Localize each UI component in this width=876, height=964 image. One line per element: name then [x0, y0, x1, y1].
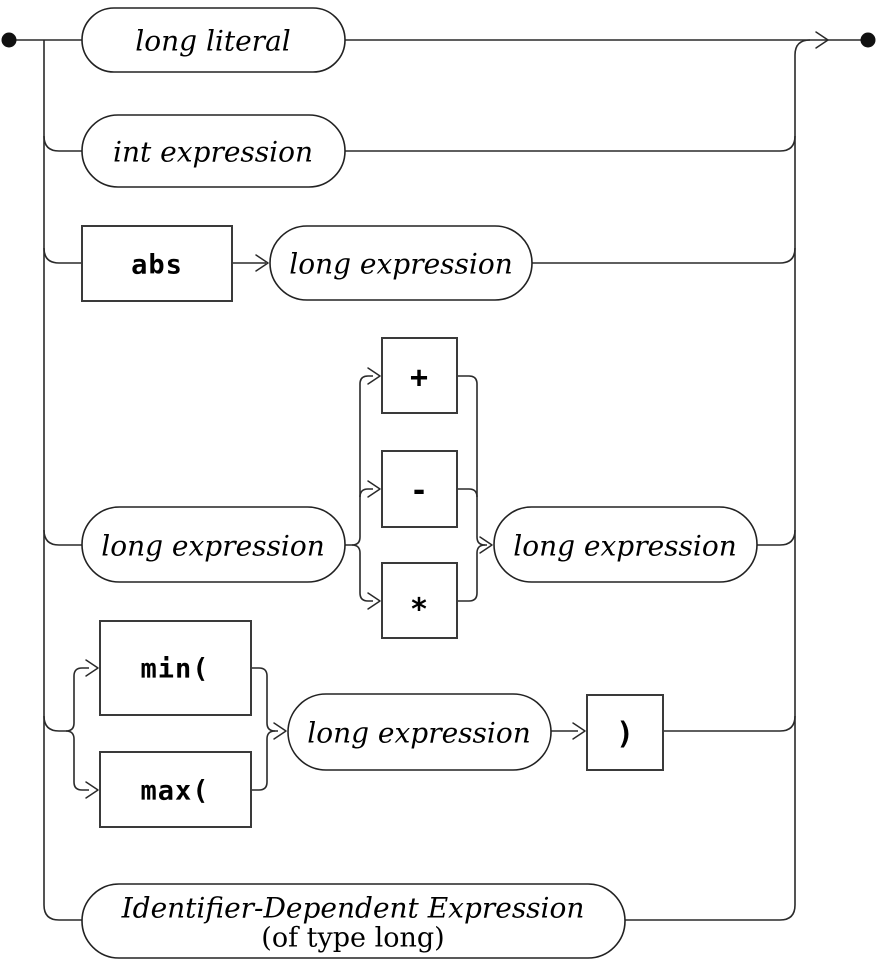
terminal-box [586, 694, 664, 771]
node-long-expression-left: long expression [81, 506, 346, 583]
wire-row4-split-mid [359, 488, 373, 498]
terminal-box [99, 751, 252, 828]
nonterminal-label: long expression [307, 717, 531, 750]
wire-row4-merge-up [457, 375, 487, 546]
terminal-box [99, 620, 252, 716]
wire-row5-exit [663, 715, 796, 732]
arrow-icon [367, 480, 381, 498]
terminal-label: max( [140, 776, 209, 807]
wire-row4-exit [757, 529, 796, 546]
wire-row2-exit [345, 135, 796, 152]
arrow-icon [273, 722, 287, 740]
wire-row6-exit [625, 904, 796, 921]
wire-row4-merge-mid [457, 488, 478, 498]
node-long-expression-right: long expression [493, 506, 758, 583]
flow-arrows [85, 31, 829, 799]
wire-row3-exit [532, 247, 796, 264]
nonterminal-oval [81, 114, 346, 188]
wire-branch-row2 [43, 135, 82, 152]
node-long-expression-row3: long expression [269, 225, 533, 301]
arrow-icon [85, 781, 99, 799]
nonterminal-oval [81, 7, 346, 73]
wire-branch-row3 [43, 247, 82, 264]
terminal-box [381, 562, 458, 639]
terminal-label: min( [140, 654, 209, 685]
node-op-plus: + [381, 337, 458, 414]
terminal-box [81, 225, 233, 302]
wire-row5-split-down [65, 730, 89, 791]
arrow-icon [367, 367, 381, 385]
nonterminal-label: long expression [289, 248, 513, 281]
nonterminal-label: long literal [135, 25, 290, 58]
wire-left-spine [43, 40, 82, 921]
start-terminal-dot [1, 32, 17, 48]
nonterminal-oval [493, 506, 758, 583]
arrow-icon [85, 659, 99, 677]
operator-label: * [410, 593, 428, 628]
node-identifier-dependent-expression: Identifier-Dependent Expression (of type… [81, 883, 626, 959]
nonterminal-oval [269, 225, 533, 301]
node-op-minus: - [381, 450, 458, 528]
nonterminal-label: long expression [513, 530, 737, 563]
nonterminal-label: long expression [101, 530, 325, 563]
node-op-star: * [381, 562, 458, 639]
operator-label: + [410, 361, 428, 396]
nonterminal-oval [81, 883, 626, 959]
wire-row5-merge-down [251, 730, 276, 791]
nonterminal-sublabel: (of type long) [261, 923, 444, 954]
nonterminal-oval [287, 693, 552, 771]
node-abs: abs [81, 225, 233, 302]
wire-row5-merge-up [251, 667, 278, 732]
node-close-paren: ) [586, 694, 664, 771]
node-long-literal: long literal [81, 7, 346, 73]
node-int-expression: int expression [81, 114, 346, 188]
node-max: max( [99, 751, 252, 828]
terminal-label: abs [131, 250, 183, 281]
wire-row5-split-up [65, 667, 89, 732]
node-long-expression-row5: long expression [287, 693, 552, 771]
connector-wires [16, 39, 862, 921]
wire-row4-merge-down [457, 544, 486, 602]
nonterminal-label: int expression [113, 136, 313, 169]
terminal-box [381, 450, 458, 528]
wire-branch-row4 [43, 529, 82, 546]
nonterminal-oval [81, 506, 346, 583]
wire-branch-row5 [43, 715, 66, 732]
wire-row4-split-down [351, 544, 373, 602]
terminal-box [381, 337, 458, 414]
arrow-icon [815, 31, 829, 49]
wire-right-spine [794, 39, 811, 905]
wire-row4-split-up [345, 375, 373, 546]
arrow-icon [572, 722, 586, 740]
node-min: min( [99, 620, 252, 716]
operator-label: - [410, 474, 428, 509]
terminal-label: ) [616, 717, 634, 752]
end-terminal-dot [860, 32, 876, 48]
nonterminal-label: Identifier-Dependent Expression [121, 892, 585, 925]
arrow-icon [255, 254, 269, 272]
arrow-icon [479, 536, 493, 554]
arrow-icon [367, 592, 381, 610]
